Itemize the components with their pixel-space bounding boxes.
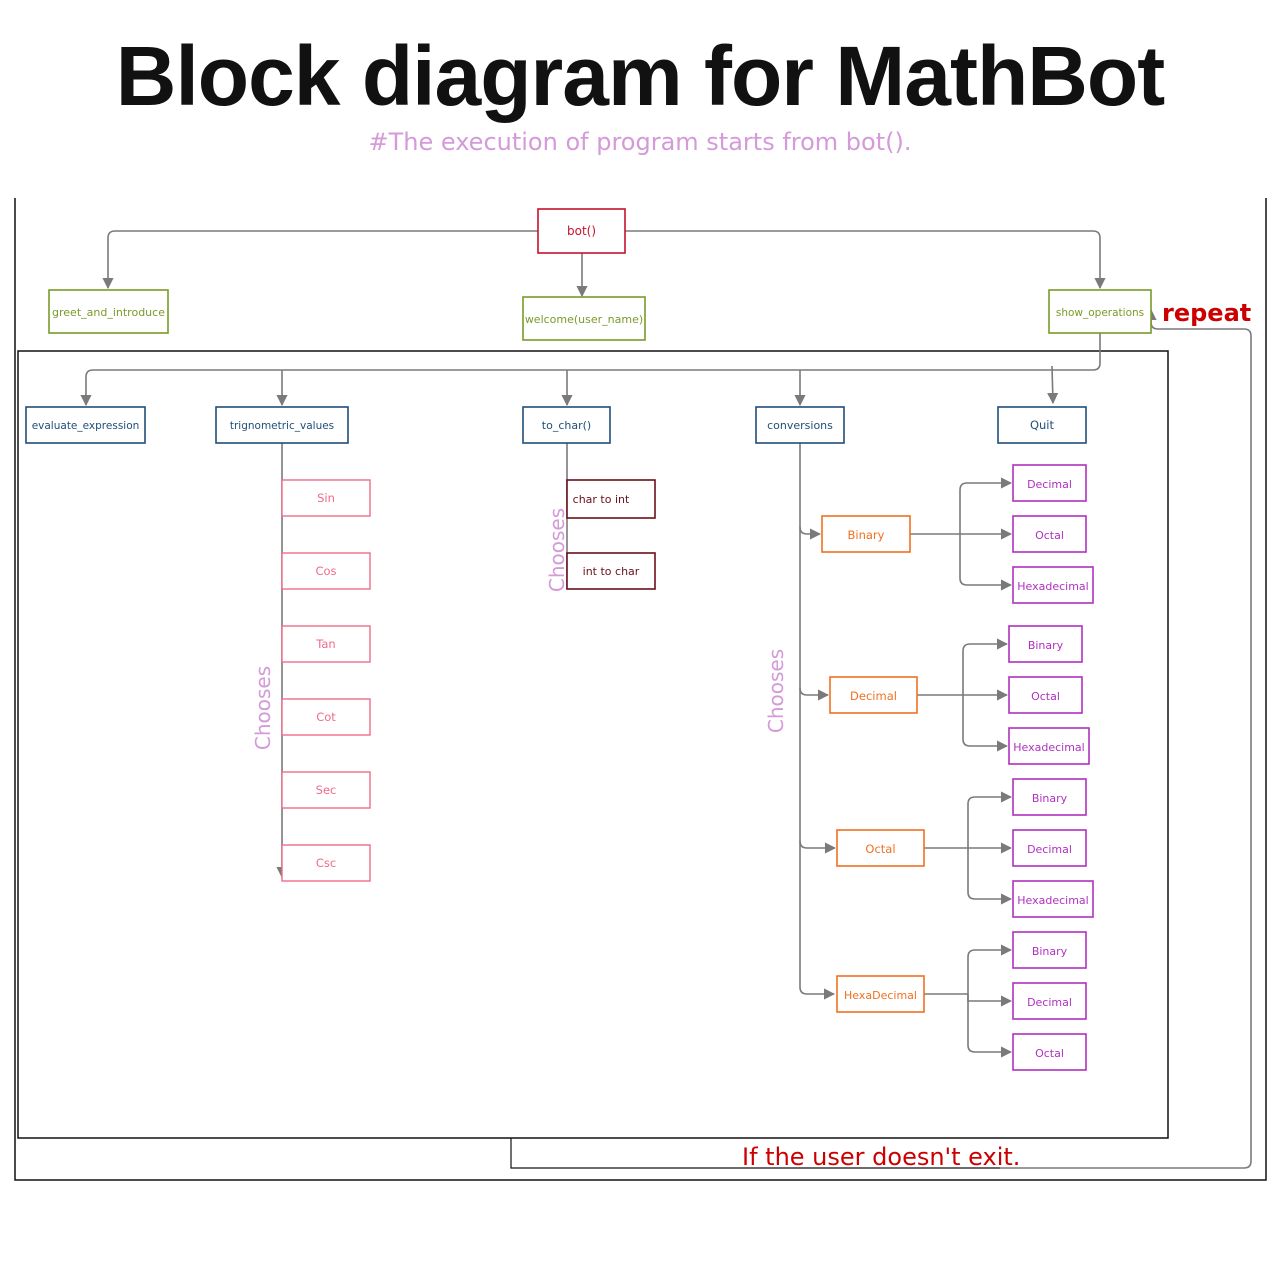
trig-option-label: Tan: [315, 637, 335, 651]
outer-frame: [14, 198, 1267, 1181]
decimal-branches: [917, 638, 1009, 752]
conversion-source-hexadecimal: HexaDecimal: [836, 975, 925, 1013]
char-option-label: char to int: [573, 493, 630, 506]
node-trig-label: trignometric_values: [230, 420, 334, 432]
conversion-target-label: Hexadecimal: [1013, 741, 1084, 754]
node-to-char-label: to_char(): [542, 419, 591, 432]
node-evaluate-expression: evaluate_expression: [25, 406, 146, 444]
binary-target-decimal: Decimal: [1012, 464, 1087, 502]
conversion-source-label: Decimal: [850, 689, 897, 703]
operations-connectors: [80, 333, 1101, 407]
octal-branches: [924, 791, 1013, 905]
trig-option-label: Csc: [316, 856, 336, 870]
node-evaluate-label: evaluate_expression: [32, 420, 140, 432]
trig-option-label: Cos: [315, 564, 336, 578]
hexadecimal-target-octal: Octal: [1012, 1033, 1087, 1071]
decimal-target-binary: Binary: [1008, 625, 1083, 663]
char-options: char to int int to char: [566, 479, 656, 590]
node-greet-label: greet_and_introduce: [52, 306, 165, 319]
node-conversions-label: conversions: [767, 419, 833, 432]
trig-options: Sin Cos Tan Cot Sec Csc: [281, 479, 371, 882]
decimal-target-hexadecimal: Hexadecimal: [1008, 727, 1090, 765]
conversion-target-label: Decimal: [1027, 996, 1072, 1009]
conversion-target-label: Octal: [1035, 529, 1064, 542]
conversion-source-decimal: Decimal: [829, 676, 918, 714]
trig-option-cot: Cot: [281, 698, 371, 736]
conversion-source-label: Octal: [865, 842, 895, 856]
trig-option-label: Cot: [316, 710, 336, 724]
char-option-label: int to char: [583, 565, 640, 578]
chooses-label-trig: Chooses: [251, 666, 275, 750]
page-title: Block diagram for MathBot: [115, 29, 1165, 123]
conversion-target-label: Binary: [1028, 639, 1064, 652]
octal-target-decimal: Decimal: [1012, 829, 1087, 867]
node-bot-label: bot(): [567, 224, 596, 238]
conversion-sources: Binary Decimal Octal HexaDecimal: [821, 515, 925, 1013]
loop-frame: [510, 1138, 1000, 1169]
conversion-target-label: Decimal: [1027, 843, 1072, 856]
trig-option-sin: Sin: [281, 479, 371, 517]
hexadecimal-target-decimal: Decimal: [1012, 982, 1087, 1020]
node-quit-label: Quit: [1030, 418, 1055, 432]
trig-option-csc: Csc: [281, 844, 371, 882]
octal-target-hexadecimal: Hexadecimal: [1012, 880, 1094, 918]
binary-branches: [910, 477, 1013, 591]
conversion-target-label: Octal: [1035, 1047, 1064, 1060]
node-show-operations: show_operations: [1048, 289, 1152, 334]
node-conversions: conversions: [755, 406, 845, 444]
conversion-target-label: Binary: [1032, 792, 1068, 805]
node-bot: bot(): [537, 208, 626, 254]
conversion-source-label: Binary: [848, 528, 885, 542]
trig-option-cos: Cos: [281, 552, 371, 590]
conversion-target-label: Hexadecimal: [1017, 894, 1088, 907]
conversion-source-octal: Octal: [836, 829, 925, 867]
conversion-source-label: HexaDecimal: [844, 989, 917, 1002]
node-to-char: to_char(): [522, 406, 611, 444]
binary-target-octal: Octal: [1012, 515, 1087, 553]
node-greet-and-introduce: greet_and_introduce: [48, 289, 169, 334]
chooses-label-char: Chooses: [545, 508, 569, 592]
repeat-loop-connector: [1000, 308, 1252, 1169]
conversion-target-label: Binary: [1032, 945, 1068, 958]
trig-option-label: Sec: [316, 783, 337, 797]
char-option-int-to-char: int to char: [566, 552, 656, 590]
conversion-target-label: Octal: [1031, 690, 1060, 703]
top-connectors: [102, 230, 1106, 298]
node-show-operations-label: show_operations: [1056, 307, 1144, 319]
node-welcome-label: welcome(user_name): [525, 313, 643, 326]
node-quit: Quit: [997, 406, 1087, 444]
page-subtitle: #The execution of program starts from bo…: [368, 128, 912, 156]
node-welcome: welcome(user_name): [522, 296, 646, 341]
trig-option-sec: Sec: [281, 771, 371, 809]
operations-frame: [17, 350, 1169, 1139]
hexadecimal-branches: [924, 944, 1013, 1058]
conversion-targets: Decimal Octal Hexadecimal Binary Octal H…: [1008, 464, 1094, 1071]
octal-target-binary: Binary: [1012, 778, 1087, 816]
loop-condition-label: If the user doesn't exit.: [742, 1143, 1020, 1171]
trig-option-label: Sin: [317, 491, 335, 505]
trig-option-tan: Tan: [281, 625, 371, 663]
conversion-target-label: Decimal: [1027, 478, 1072, 491]
conversion-source-binary: Binary: [821, 515, 911, 553]
node-trignometric-values: trignometric_values: [215, 406, 349, 444]
repeat-label: repeat: [1162, 299, 1251, 327]
hexadecimal-target-binary: Binary: [1012, 931, 1087, 969]
conversions-connectors: [799, 443, 837, 1000]
decimal-target-octal: Octal: [1008, 676, 1083, 714]
chooses-label-conversions: Chooses: [764, 649, 788, 733]
char-option-char-to-int: char to int: [566, 479, 656, 519]
binary-target-hexadecimal: Hexadecimal: [1012, 566, 1094, 604]
conversion-target-label: Hexadecimal: [1017, 580, 1088, 593]
